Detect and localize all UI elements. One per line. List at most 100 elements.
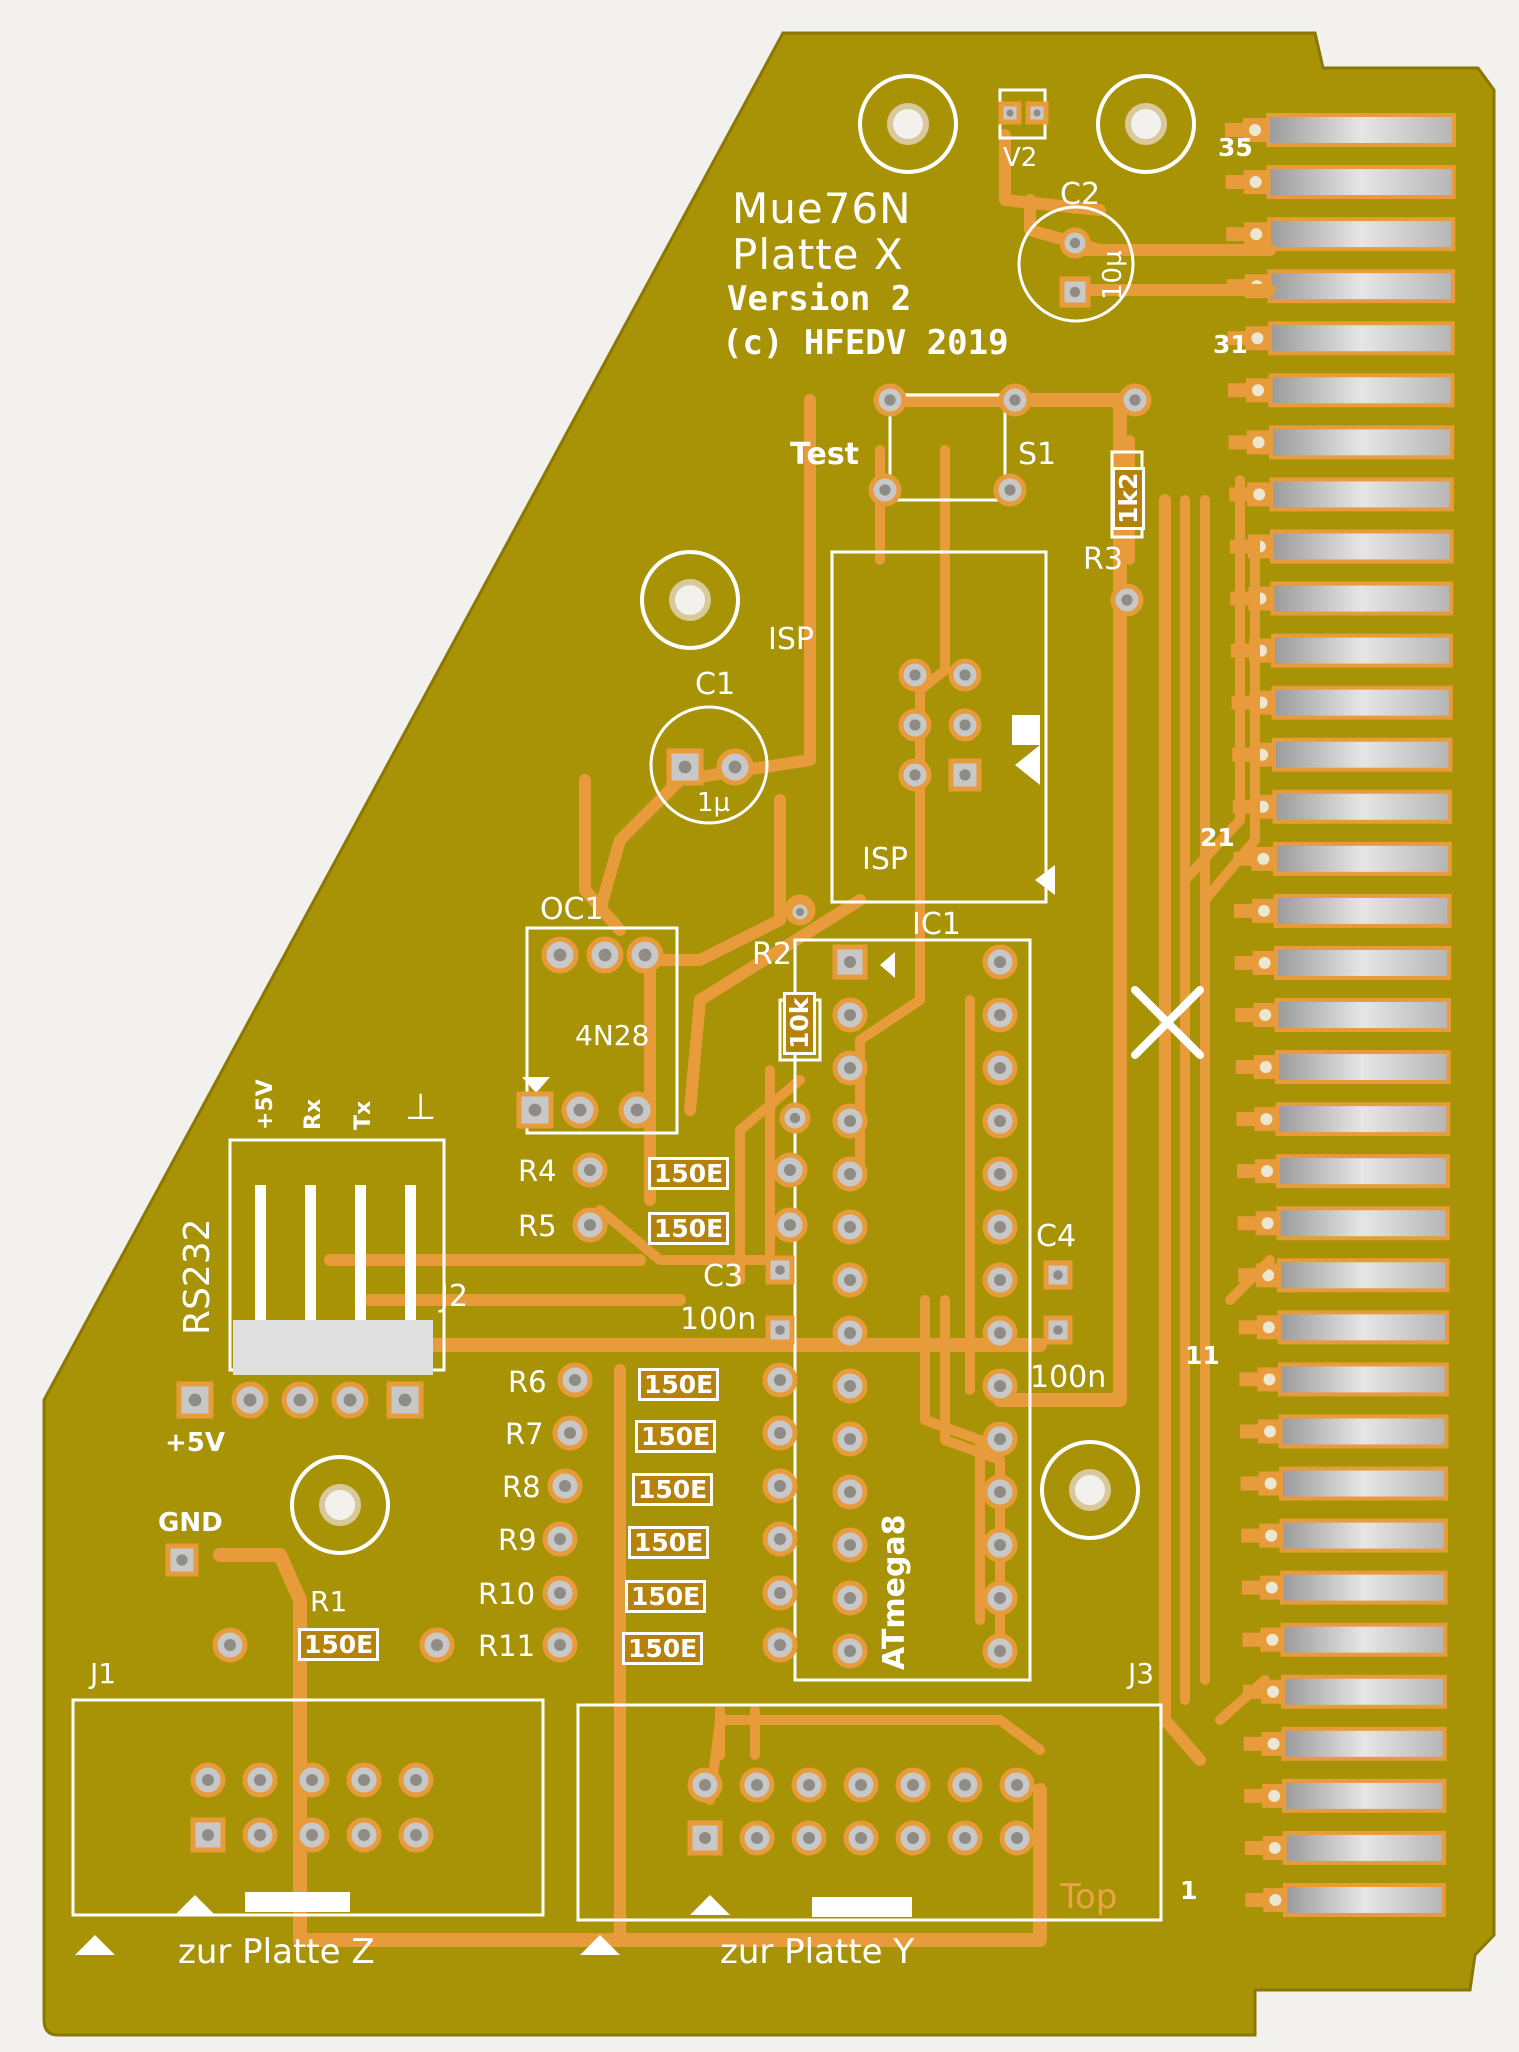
pad-drill [678, 760, 692, 774]
pad-drill [254, 1829, 266, 1841]
pad-drill [243, 1393, 257, 1407]
pad-drill [909, 669, 921, 681]
pad-drill [630, 1103, 644, 1117]
pad-drill [1053, 1325, 1063, 1335]
pad-drill [855, 1779, 867, 1791]
opto-label: 4N28 [575, 1019, 650, 1052]
edge-finger [1283, 1883, 1446, 1917]
edge-finger [1271, 685, 1453, 720]
r10-value: 150E [625, 1580, 707, 1613]
pad-drill [1129, 394, 1141, 406]
edge-connector [1225, 113, 1456, 1917]
pad-drill [994, 1274, 1006, 1286]
edge-finger [1271, 633, 1453, 668]
pin-5v-label: +5V [253, 1079, 278, 1130]
r8-label: R8 [502, 1470, 541, 1504]
pad-drill [796, 908, 804, 916]
r9-label: R9 [498, 1523, 537, 1557]
pad-drill [774, 1427, 786, 1439]
pad-drill [855, 1832, 867, 1844]
r2-label: R2 [752, 937, 792, 972]
edge-finger [1281, 1726, 1447, 1761]
pad-drill [844, 1380, 856, 1392]
c4-label: C4 [1036, 1219, 1077, 1254]
r7-label: R7 [505, 1417, 544, 1451]
finger-via-hole [1249, 124, 1261, 136]
edge-pin-21: 21 [1200, 823, 1235, 852]
pad-drill [994, 1380, 1006, 1392]
pad-drill [554, 1587, 566, 1599]
v2-label: V2 [1003, 143, 1038, 173]
pad-drill [343, 1393, 357, 1407]
top-marker: Top [1060, 1877, 1118, 1917]
pad-drill [784, 1219, 796, 1231]
finger-via-hole [1250, 228, 1263, 241]
board-title-line2: Platte X [732, 230, 904, 279]
edge-finger [1269, 425, 1455, 460]
finger-via-hole [1263, 1373, 1276, 1386]
pin-tx-label: Tx [351, 1100, 376, 1130]
board-version: Version 2 [727, 279, 912, 319]
edge-finger [1277, 1310, 1450, 1345]
pad-drill [553, 948, 567, 962]
edge-finger [1279, 1518, 1448, 1553]
pad-drill [959, 1779, 971, 1791]
r9-value: 150E [628, 1526, 710, 1559]
s1-label: S1 [1018, 437, 1057, 472]
r7-value: 150E [635, 1420, 717, 1453]
board-title-line1: Mue76N [732, 184, 912, 233]
j1-label: J1 [90, 1657, 117, 1690]
pad-drill [803, 1779, 815, 1791]
pad-drill [994, 1115, 1006, 1127]
edge-pin-11: 11 [1185, 1341, 1220, 1370]
c1-label: C1 [695, 667, 736, 702]
c2-value: 10µ [1098, 250, 1128, 300]
to-platte-z-label: zur Platte Z [178, 1932, 375, 1972]
pad-drill [774, 1374, 786, 1386]
edge-pin-31: 31 [1213, 330, 1248, 359]
through-hole-pads [165, 101, 1152, 1856]
edge-finger [1278, 1362, 1449, 1397]
r11-label: R11 [478, 1629, 536, 1663]
pad-drill [554, 1639, 566, 1651]
pad-drill [202, 1829, 214, 1841]
pad-drill [202, 1774, 214, 1786]
finger-via-hole [1262, 1321, 1275, 1334]
finger-via-hole [1264, 1477, 1277, 1490]
pad-drill [959, 769, 971, 781]
pin-rx-label: Rx [301, 1098, 326, 1130]
finger-via-hole [1260, 1113, 1273, 1126]
r4-label: R4 [518, 1154, 557, 1188]
pad-drill [1053, 1270, 1063, 1280]
r10-label: R10 [478, 1577, 536, 1611]
pad-drill [909, 719, 921, 731]
pad-drill [994, 956, 1006, 968]
pad-drill [844, 1115, 856, 1127]
pad-drill [699, 1832, 711, 1844]
pad-drill [844, 1327, 856, 1339]
pad-drill [293, 1393, 307, 1407]
cross-mark [1131, 986, 1204, 1059]
pad-drill [554, 1533, 566, 1545]
edge-finger [1282, 1830, 1447, 1865]
finger-via-hole [1258, 904, 1270, 917]
pad-drill [358, 1774, 370, 1786]
r5-label: R5 [518, 1209, 557, 1243]
rs232-header-pins [233, 1185, 433, 1375]
pad-drill [844, 1433, 856, 1445]
pad-drill [844, 956, 856, 968]
finger-via-hole [1259, 1009, 1272, 1021]
pad-drill [638, 948, 652, 962]
pad-drill [573, 1103, 587, 1117]
finger-via-hole [1252, 436, 1265, 449]
pin-gnd-symbol: ⊥ [405, 1087, 437, 1128]
edge-pin-1: 1 [1180, 1876, 1198, 1905]
pad-drill [844, 1168, 856, 1180]
finger-via-hole [1253, 488, 1266, 501]
finger-via-hole [1264, 1425, 1276, 1438]
finger-via-hole [1259, 1061, 1272, 1074]
oc1-label: OC1 [540, 892, 604, 927]
c3-label: C3 [703, 1259, 744, 1294]
c2-label: C2 [1060, 177, 1101, 212]
